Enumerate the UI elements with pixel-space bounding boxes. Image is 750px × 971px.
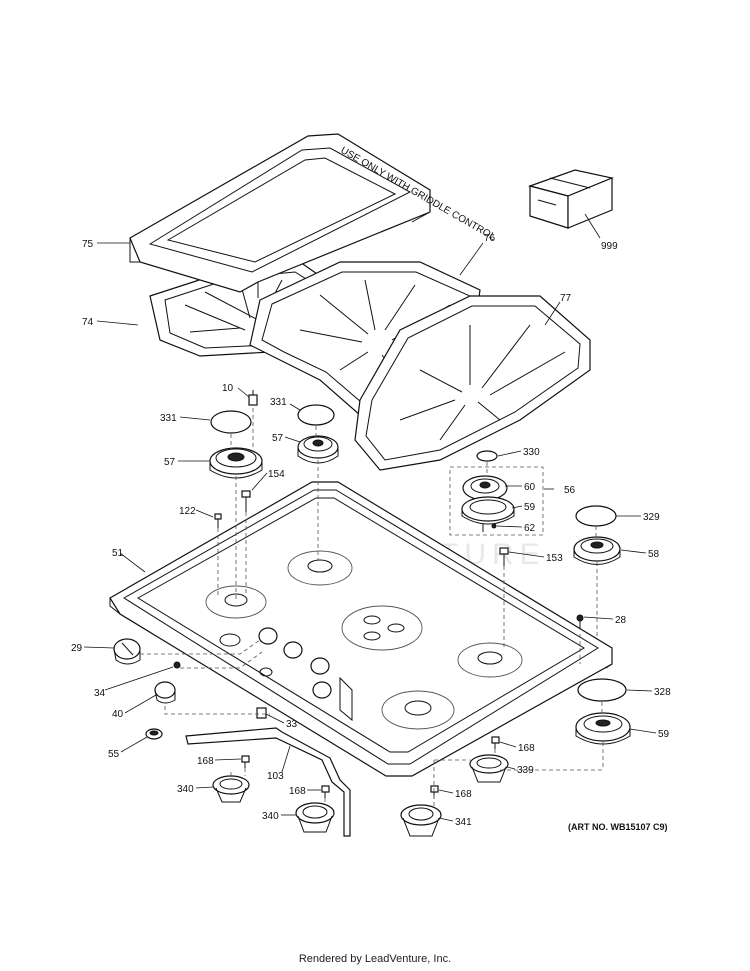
manifold-bracket-103 bbox=[185, 727, 351, 837]
label-p340a: 340 bbox=[177, 784, 194, 795]
knob-40 bbox=[154, 681, 176, 704]
orifice-168-b bbox=[321, 785, 330, 798]
burner-head-57-center bbox=[297, 435, 339, 464]
art-number: (ART NO. WB15107 C9) bbox=[568, 822, 668, 832]
tri-ring-burner-59 bbox=[461, 496, 515, 525]
label-p29: 29 bbox=[71, 643, 83, 654]
label-p58: 58 bbox=[648, 549, 660, 560]
label-p340b: 340 bbox=[262, 811, 279, 822]
orifice-168-a bbox=[241, 755, 250, 768]
burner-head-59-right bbox=[575, 712, 631, 745]
label-p60: 60 bbox=[524, 482, 536, 493]
label-p168b: 168 bbox=[518, 743, 535, 754]
burner-base-340-a bbox=[212, 775, 250, 803]
label-p76: 76 bbox=[484, 233, 496, 244]
knob-29 bbox=[113, 638, 141, 665]
screw-28 bbox=[576, 614, 584, 634]
label-p10: 10 bbox=[222, 383, 234, 394]
bezel-55 bbox=[145, 728, 163, 740]
label-p329: 329 bbox=[643, 512, 660, 523]
burner-cap-329 bbox=[575, 505, 617, 527]
label-p57b: 57 bbox=[272, 433, 284, 444]
label-p55: 55 bbox=[108, 749, 120, 760]
label-p328: 328 bbox=[654, 687, 671, 698]
label-p33: 33 bbox=[286, 719, 298, 730]
part-62 bbox=[482, 523, 497, 532]
label-p40: 40 bbox=[112, 709, 124, 720]
part-labels: 75 76 74 77 999 10 331 331 57 57 154 330… bbox=[71, 233, 671, 828]
label-p154: 154 bbox=[268, 469, 285, 480]
label-p331a: 331 bbox=[160, 413, 177, 424]
label-p59a: 59 bbox=[524, 502, 536, 513]
label-p59b: 59 bbox=[658, 729, 670, 740]
switch-33 bbox=[256, 707, 267, 719]
label-p34: 34 bbox=[94, 688, 106, 699]
label-p168c: 168 bbox=[289, 786, 306, 797]
burner-cap-330 bbox=[476, 450, 498, 462]
spark-igniter-10 bbox=[248, 390, 258, 406]
alignment-lines bbox=[140, 408, 604, 806]
burner-cap-331-left bbox=[210, 410, 252, 434]
label-p153: 153 bbox=[546, 553, 563, 564]
orifice-168-c bbox=[430, 785, 439, 798]
label-p341: 341 bbox=[455, 817, 472, 828]
screw-153 bbox=[499, 547, 509, 566]
label-p103: 103 bbox=[267, 771, 284, 782]
label-p330: 330 bbox=[523, 447, 540, 458]
literature-box bbox=[527, 169, 615, 229]
label-p168d: 168 bbox=[455, 789, 472, 800]
label-p999: 999 bbox=[601, 241, 618, 252]
footer-credit: Rendered by LeadVenture, Inc. bbox=[298, 953, 452, 965]
tri-ring-burner-60 bbox=[462, 475, 508, 501]
label-p51: 51 bbox=[112, 548, 124, 559]
label-p57a: 57 bbox=[164, 457, 176, 468]
burner-base-339 bbox=[469, 754, 509, 783]
label-p339: 339 bbox=[517, 765, 534, 776]
label-p74: 74 bbox=[82, 317, 94, 328]
screw-154 bbox=[241, 490, 251, 512]
label-p77: 77 bbox=[560, 293, 572, 304]
label-p28: 28 bbox=[615, 615, 627, 626]
leader-lines bbox=[83, 213, 657, 822]
label-p62: 62 bbox=[524, 523, 536, 534]
label-p56: 56 bbox=[564, 485, 576, 496]
screw-122 bbox=[214, 513, 222, 528]
clip-34 bbox=[173, 661, 181, 669]
burner-cap-328 bbox=[577, 678, 627, 702]
burner-base-340-b bbox=[295, 802, 335, 833]
label-p122: 122 bbox=[179, 506, 196, 517]
assembly-box-56 bbox=[449, 466, 544, 536]
label-p168a: 168 bbox=[197, 756, 214, 767]
burner-cap-331-center bbox=[297, 404, 335, 426]
orifice-168-d bbox=[491, 736, 500, 749]
burner-base-341 bbox=[400, 804, 442, 837]
burner-head-57-left bbox=[209, 447, 263, 479]
label-p331b: 331 bbox=[270, 397, 287, 408]
cooktop-main-top bbox=[109, 481, 613, 777]
label-p75: 75 bbox=[82, 239, 94, 250]
burner-head-58 bbox=[573, 536, 621, 565]
grate-right bbox=[354, 295, 591, 471]
